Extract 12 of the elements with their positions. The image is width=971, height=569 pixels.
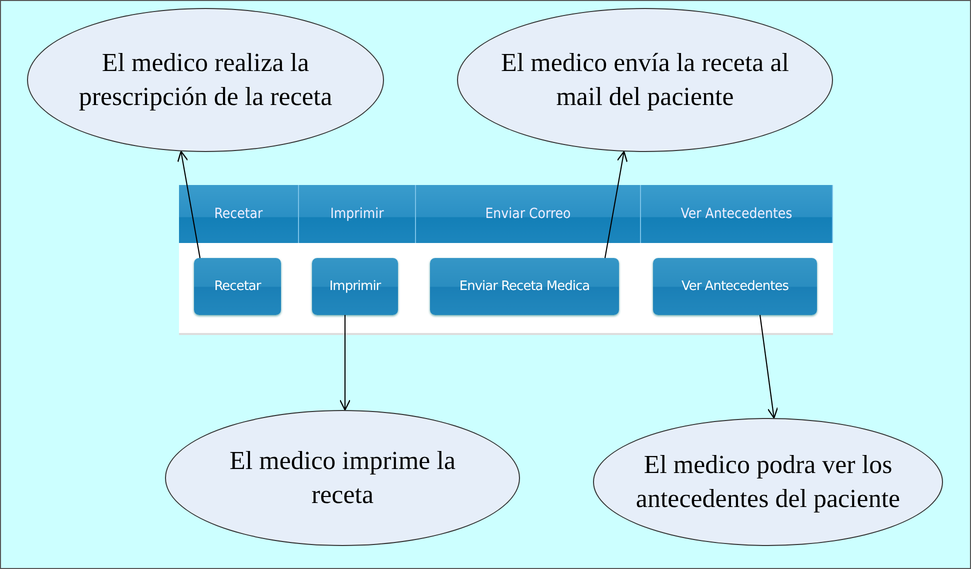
recetar-button: Recetar bbox=[194, 258, 281, 315]
column-header: Enviar Correo bbox=[416, 185, 641, 243]
leader-arrow bbox=[759, 314, 778, 419]
column-header: Recetar bbox=[179, 185, 299, 243]
leader-arrow bbox=[339, 315, 351, 411]
column-header: Ver Antecedentes bbox=[641, 185, 833, 243]
leader-arrow bbox=[604, 150, 628, 258]
leader-arrow bbox=[177, 150, 201, 258]
history-button: Ver Antecedentes bbox=[653, 258, 817, 315]
column-header: Imprimir bbox=[299, 185, 416, 243]
send-email-button: Enviar Receta Medica bbox=[430, 258, 619, 315]
print-button: Imprimir bbox=[312, 258, 398, 315]
